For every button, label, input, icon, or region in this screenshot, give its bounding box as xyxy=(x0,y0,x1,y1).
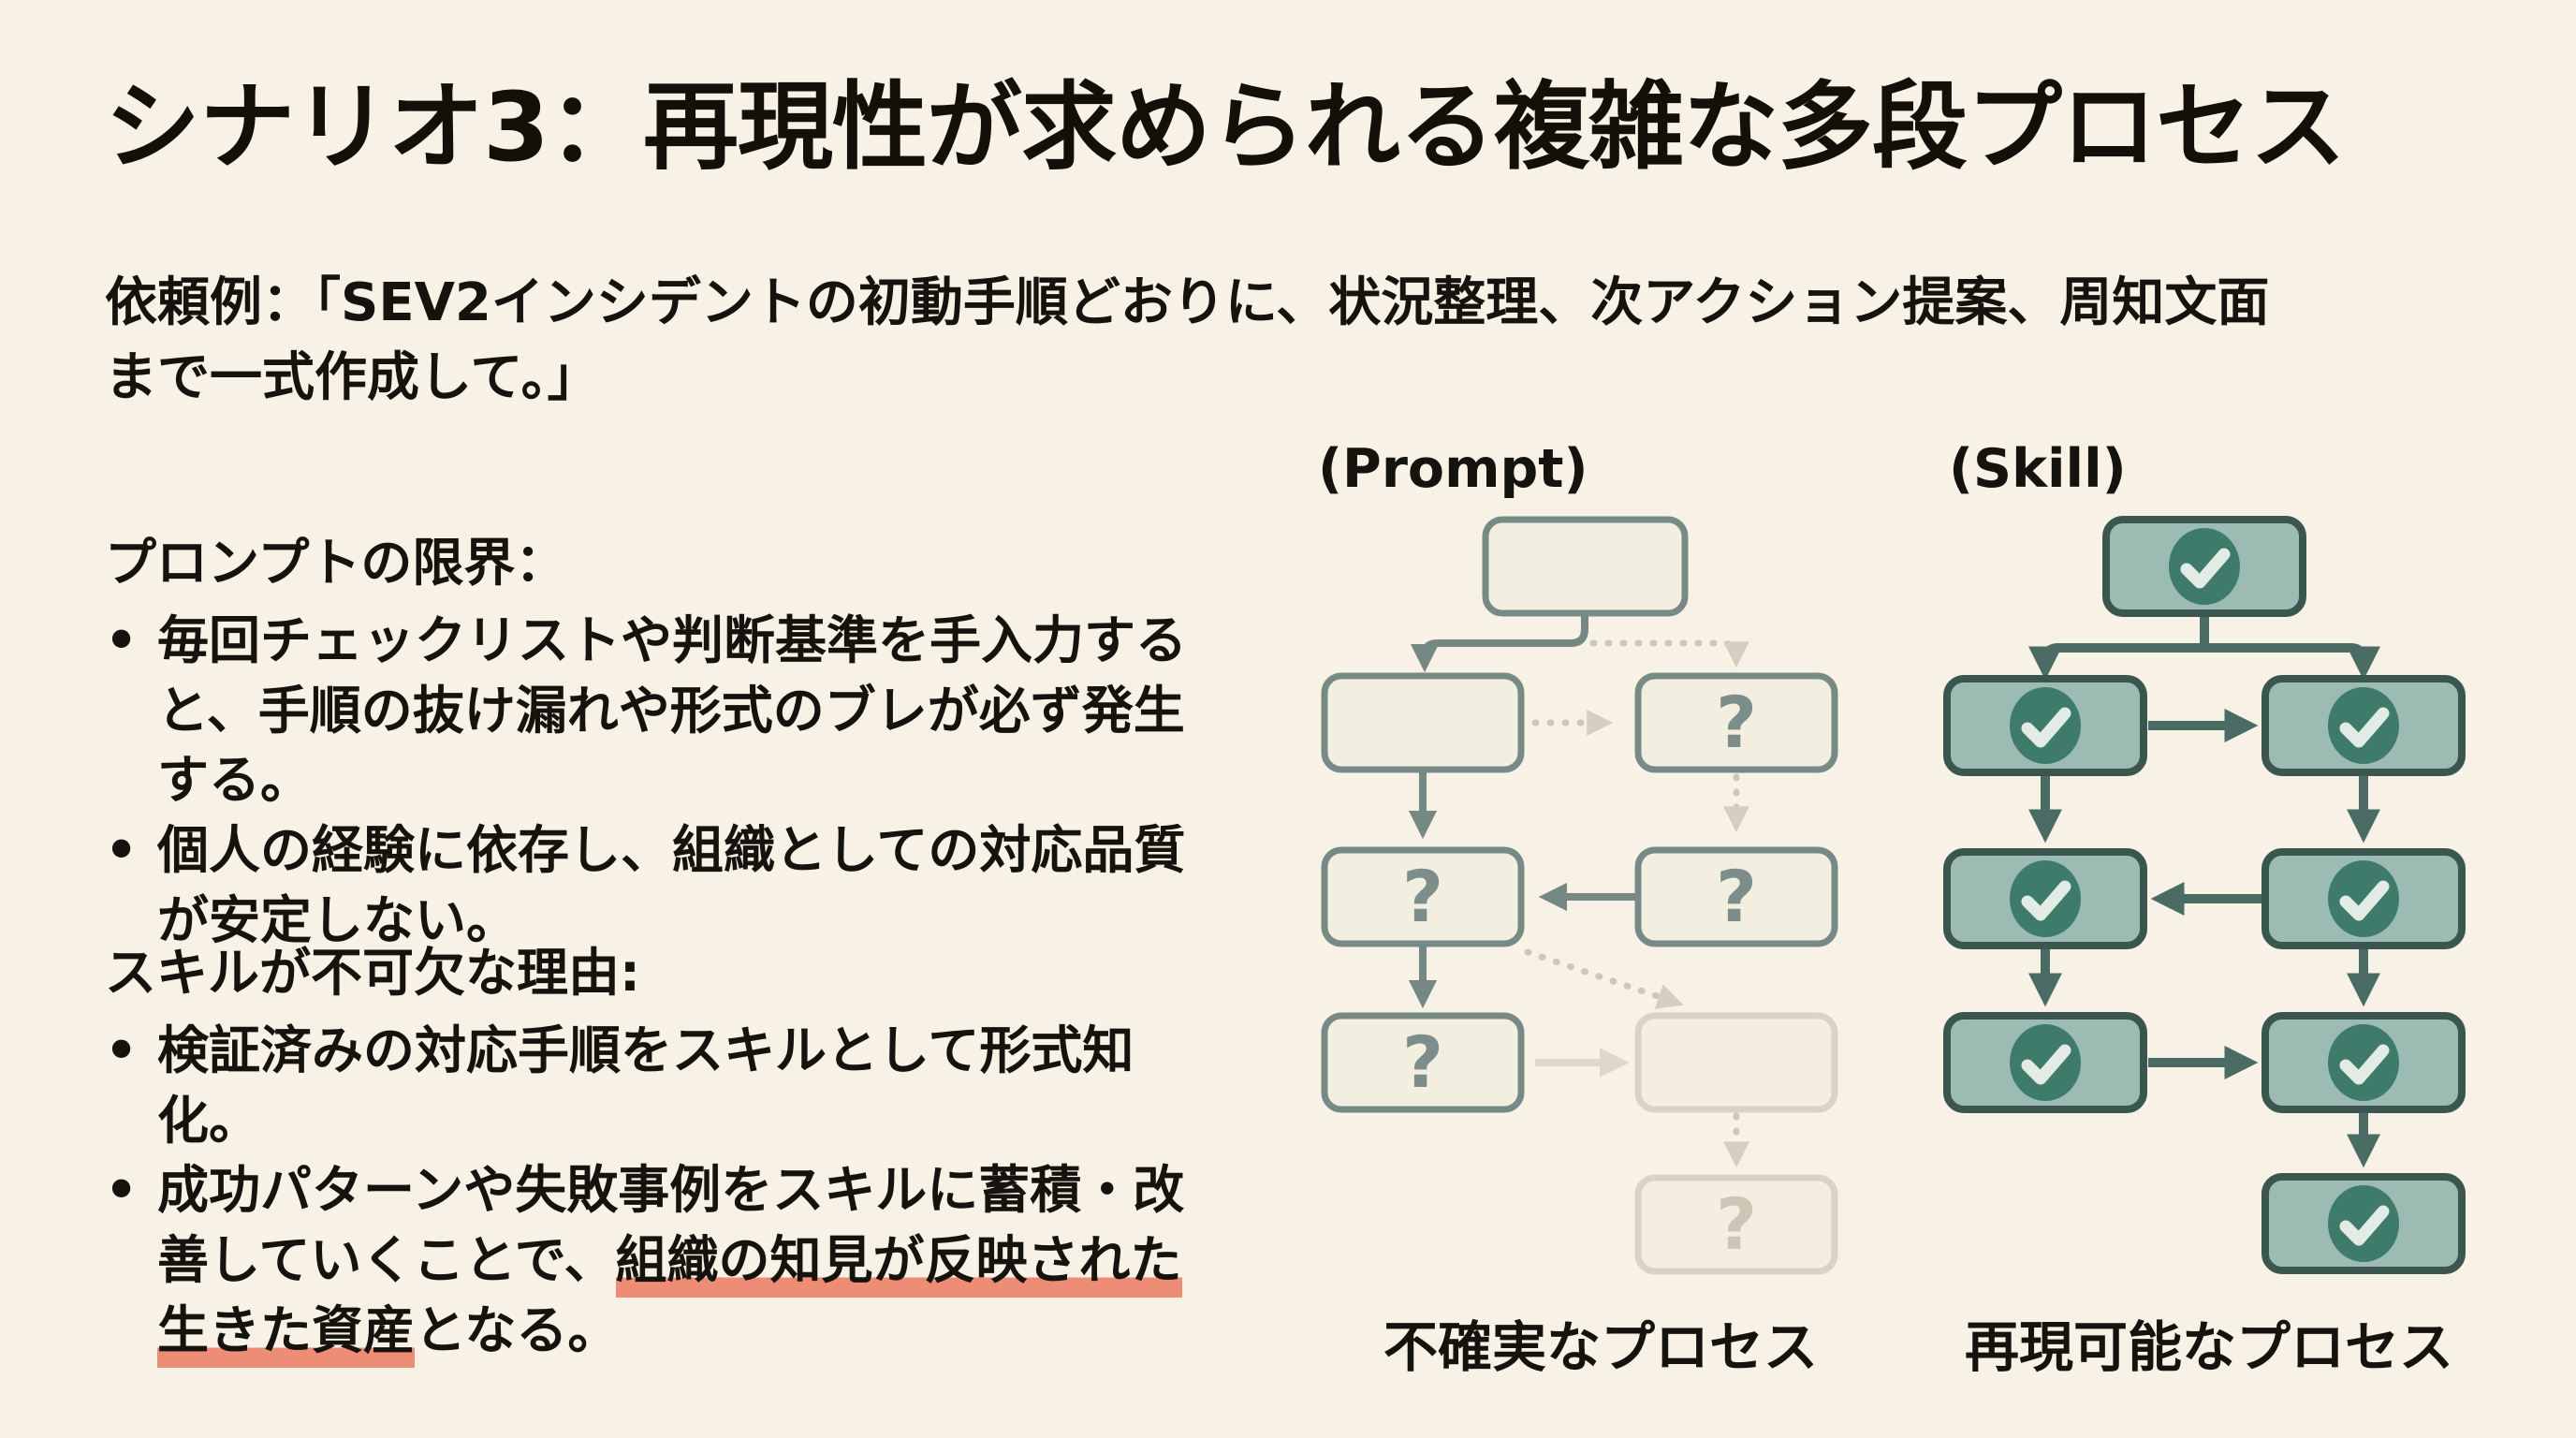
plain-text: となる。 xyxy=(415,1299,620,1360)
bullet-marker: • xyxy=(105,820,139,881)
skill-reasons-heading: スキルが不可欠な理由: xyxy=(105,943,640,1003)
check-icon xyxy=(2010,860,2081,937)
check-icon xyxy=(2328,1024,2399,1101)
bullet-marker: • xyxy=(105,1160,139,1221)
check-icon xyxy=(2010,1024,2081,1101)
plain-text: 成功パターンや失敗事例をスキルに蓄積・改善していくことで、 xyxy=(157,1160,1185,1291)
dotted-diagonal-arrow xyxy=(1524,948,1684,1009)
flow-node-unknown xyxy=(1634,846,1838,947)
check-icon xyxy=(2328,1185,2399,1262)
flow-node-unknown xyxy=(1634,672,1838,773)
list-item-text: 個人の経験に依存し、組織としての対応品質が安定しない。 xyxy=(157,820,1186,950)
prompt-limits-section: プロンプトの限界： • 毎回チェックリストや判断基準を手入力すると、手順の抜け漏… xyxy=(105,528,1219,956)
list-item: • 個人の経験に依存し、組織としての対応品質が安定しない。 xyxy=(105,815,1219,956)
question-mark-label: ? xyxy=(1716,855,1757,938)
flow-node-step xyxy=(1321,672,1525,773)
flow-node-start xyxy=(1482,516,1689,617)
list-item: • 検証済みの対応手順をスキルとして形式知化。 xyxy=(105,1016,1219,1156)
question-mark-label: ? xyxy=(1716,681,1757,764)
list-item: • 成功パターンや失敗事例をスキルに蓄積・改善していくことで、組織の知見が反映さ… xyxy=(105,1155,1219,1368)
skill-diagram-label: (Skill) xyxy=(1949,438,2127,500)
flow-node-unknown xyxy=(1321,846,1525,947)
list-item-text: 毎回チェックリストや判断基準を手入力すると、手順の抜け漏れや形式のブレが必ず発生… xyxy=(157,609,1188,811)
flow-node-unknown xyxy=(1321,1012,1525,1113)
check-icon xyxy=(2010,687,2081,764)
list-item-text: 検証済みの対応手順をスキルとして形式知化。 xyxy=(157,1020,1134,1151)
list-item-text: 成功パターンや失敗事例をスキルに蓄積・改善していくことで、組織の知見が反映された… xyxy=(157,1155,1219,1368)
prompt-limits-heading: プロンプトの限界： xyxy=(105,533,567,593)
skill-reasons-section: スキルが不可欠な理由: • 検証済みの対応手順をスキルとして形式知化。 • 成功… xyxy=(105,938,1219,1368)
skill-diagram-caption: 再現可能なプロセス xyxy=(1964,1315,2453,1379)
question-mark-label: ? xyxy=(1402,855,1443,938)
question-mark-label: ? xyxy=(1402,1020,1443,1104)
check-icon xyxy=(2328,687,2399,764)
question-mark-label: ? xyxy=(1716,1182,1757,1266)
check-icon xyxy=(2328,860,2399,937)
bullet-marker: • xyxy=(105,609,139,670)
skill-flowchart xyxy=(1943,516,2466,1274)
bullet-marker: • xyxy=(105,1020,139,1080)
list-item: • 毎回チェックリストや判断基準を手入力すると、手順の抜け漏れや形式のブレが必ず… xyxy=(105,606,1219,815)
page-title: シナリオ3：再現性が求められる複雑な多段プロセス xyxy=(105,72,2346,183)
prompt-diagram-caption: 不確実なプロセス xyxy=(1383,1315,1818,1379)
dotted-arrow-start-to-unknown xyxy=(1589,639,1749,668)
flow-node-faded xyxy=(1634,1012,1838,1113)
check-icon xyxy=(2169,528,2240,605)
request-example-text: 依頼例：「SEV2インシデントの初動手順どおりに、状況整理、次アクション提案、周… xyxy=(105,272,2270,409)
prompt-diagram-label: (Prompt) xyxy=(1318,438,1588,500)
flow-node-faded xyxy=(1634,1174,1838,1275)
branch-arrows xyxy=(2028,643,2380,681)
prompt-flowchart: ? ? ? ? ? xyxy=(1321,516,1838,1275)
arrow-start-to-step xyxy=(1410,613,1588,673)
